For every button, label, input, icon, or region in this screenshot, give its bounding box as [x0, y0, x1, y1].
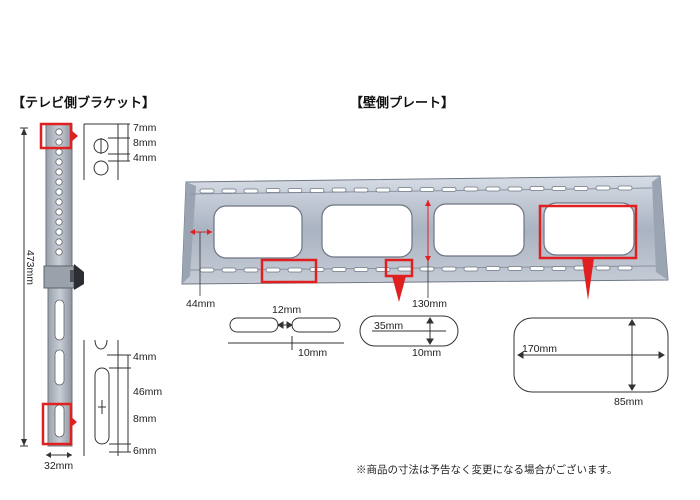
disclaimer-note: ※商品の寸法は予告なく変更になる場合がございます。 — [356, 464, 618, 476]
slot-height-label-plate: 10mm — [412, 347, 442, 359]
bracket-top-hole-detail — [83, 123, 130, 180]
bracket-slot-detail — [83, 339, 131, 456]
tv-bracket-heading: 【テレビ側ブラケット】 — [12, 95, 156, 110]
tv-bracket — [20, 122, 84, 458]
small-slot-gap-label: 10mm — [298, 347, 328, 359]
small-slot-length-label: 12mm — [272, 304, 302, 316]
slot-length-label: 46mm — [133, 386, 163, 398]
slot-top-label: 4mm — [133, 351, 157, 363]
plate-edge-label: 44mm — [186, 298, 216, 310]
bracket-hole-column — [55, 128, 63, 256]
slot-length-label-plate: 35mm — [374, 320, 404, 332]
plate-height-label: 130mm — [412, 298, 448, 310]
window-detail — [513, 317, 669, 393]
small-slot-detail — [228, 317, 344, 350]
top-gap-label: 7mm — [133, 122, 157, 134]
top-hole-label: 8mm — [133, 137, 157, 149]
wall-plate-heading: 【壁側プレート】 — [350, 95, 455, 110]
top-pitch-label: 4mm — [133, 152, 157, 164]
plate-top-slots — [199, 185, 633, 194]
window-width-label: 170mm — [522, 343, 558, 355]
wall-plate — [181, 175, 669, 302]
bracket-height-label: 473mm — [24, 250, 36, 286]
plate-bottom-slots — [199, 265, 633, 273]
window-height-label: 85mm — [614, 396, 644, 408]
slot-detail — [359, 315, 459, 347]
slot-bottom-label: 6mm — [133, 445, 157, 457]
bracket-width-label: 32mm — [44, 460, 74, 472]
slot-width-label: 8mm — [133, 413, 157, 425]
